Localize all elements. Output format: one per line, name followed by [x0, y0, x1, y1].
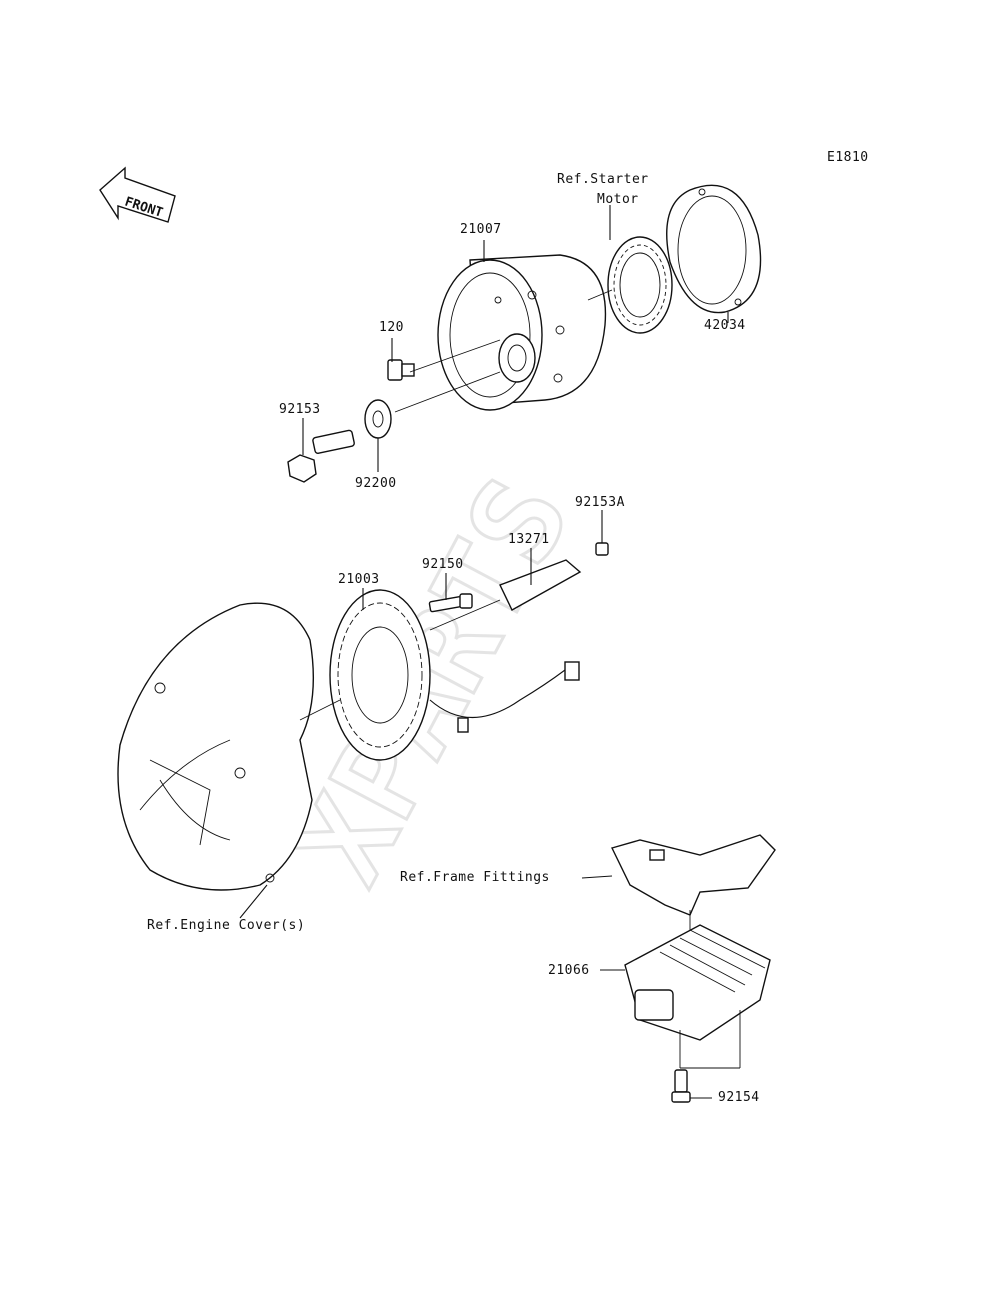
label-13271: 13271	[508, 532, 550, 547]
label-92150: 92150	[422, 557, 464, 572]
label-ref-starter-motor-line2: Motor	[597, 192, 639, 207]
washer-92200	[364, 399, 392, 439]
label-ref-starter-motor: Ref.Starter	[557, 172, 649, 187]
label-21066: 21066	[548, 963, 590, 978]
bolt-92150	[428, 593, 473, 613]
plate-13271	[499, 559, 582, 611]
frame-bracket	[611, 834, 776, 916]
ring-42034	[666, 184, 762, 314]
engine-cover	[117, 602, 315, 891]
label-120: 120	[379, 320, 404, 335]
label-92200: 92200	[355, 476, 397, 491]
watermark: XPARTS	[270, 455, 599, 906]
label-21003: 21003	[338, 572, 380, 587]
label-ref-engine-covers: Ref.Engine Cover(s)	[147, 918, 306, 933]
diagram-code: E1810	[827, 150, 869, 165]
flywheel-rotor	[437, 254, 607, 411]
regulator-21066	[624, 924, 771, 1041]
label-92153: 92153	[279, 402, 321, 417]
label-ref-frame-fittings: Ref.Frame Fittings	[400, 870, 550, 885]
label-42034: 42034	[704, 318, 746, 333]
bolt-120	[387, 359, 415, 381]
svg-text:XPARTS: XPARTS	[271, 457, 597, 905]
label-21007: 21007	[460, 222, 502, 237]
starter-clutch	[607, 236, 673, 334]
bolt-92153a	[595, 542, 609, 556]
front-arrow-icon: FRONT	[99, 166, 176, 223]
bolt-92154	[671, 1069, 691, 1103]
label-92154: 92154	[718, 1090, 760, 1105]
leader-lines	[239, 205, 741, 1099]
bolt-92153	[287, 429, 355, 483]
stator-21003	[329, 589, 580, 761]
label-92153a: 92153A	[575, 495, 625, 510]
